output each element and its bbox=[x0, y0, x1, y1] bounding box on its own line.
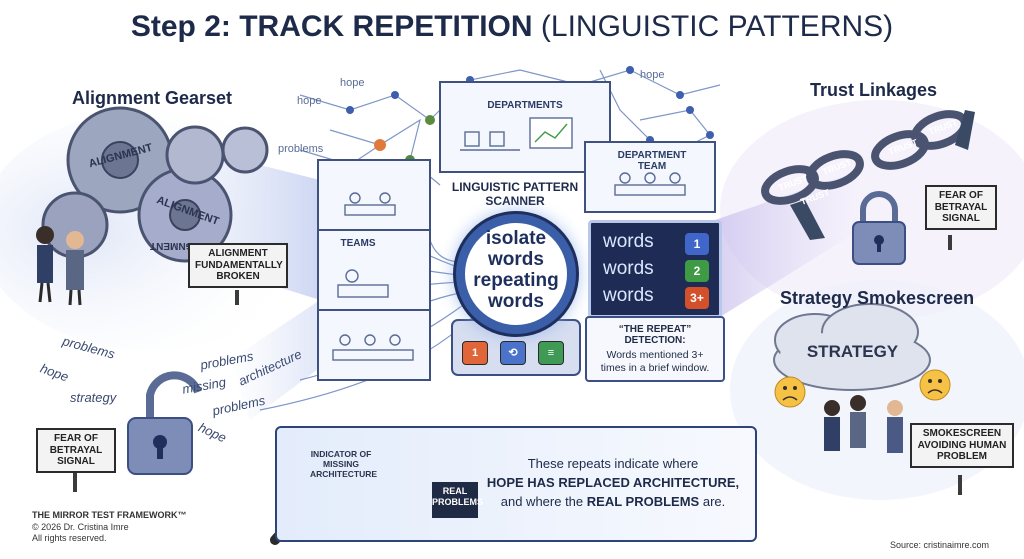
real-problems-box: REAL PROBLEMS bbox=[432, 482, 483, 518]
title-step: Step 2: bbox=[130, 10, 231, 43]
sad-emoji-right bbox=[919, 369, 951, 401]
footer-rights: All rights reserved. bbox=[32, 533, 107, 544]
banner-line-3-c: are. bbox=[702, 493, 726, 509]
section-alignment-gearset: Alignment Gearset bbox=[72, 88, 233, 108]
beam-lower-left bbox=[230, 300, 330, 420]
word-count-panel: words 1 words 2 words 3+ bbox=[588, 220, 722, 318]
magnifier-label: INDICATOR OF MISSING ARCHITECTURE bbox=[310, 449, 378, 479]
label-department-team: DEPARTMENT TEAM bbox=[617, 150, 687, 172]
network-word-problems: problems bbox=[278, 143, 324, 155]
device-button-refresh[interactable]: ⟲ bbox=[500, 341, 526, 365]
detection-body: Words mentioned 3+ times in a brief wind… bbox=[600, 349, 710, 375]
page-title: Step 2: TRACK REPETITION (LINGUISTIC PAT… bbox=[0, 10, 1024, 44]
footer-framework: THE MIRROR TEST FRAMEWORK™ bbox=[32, 510, 187, 520]
count-badge-2: 2 bbox=[685, 260, 709, 282]
lens-word-3: repeating bbox=[473, 269, 559, 291]
padlock-right bbox=[852, 191, 906, 265]
network-word-hope-1: hope bbox=[340, 77, 365, 89]
banner-line-2: HOPE HAS REPLACED ARCHITECTURE, bbox=[486, 474, 740, 490]
title-main: TRACK REPETITION bbox=[239, 10, 533, 43]
banner-line-3: and where the REAL PROBLEMS are. bbox=[478, 493, 748, 512]
floating-word-strategy: strategy bbox=[70, 390, 117, 405]
insight-banner bbox=[275, 426, 757, 542]
device-button-menu[interactable]: ≡ bbox=[538, 341, 564, 365]
banner-line-3-b: REAL PROBLEMS bbox=[586, 493, 700, 509]
office-building bbox=[317, 81, 716, 381]
gearset bbox=[41, 106, 269, 263]
sign-alignment-broken: ALIGNMENT FUNDAMENTALLY BROKEN bbox=[188, 243, 288, 288]
label-departments: DEPARTMENTS bbox=[487, 100, 563, 111]
hands bbox=[790, 110, 975, 240]
office-furniture bbox=[332, 117, 686, 361]
network-word-hope-3: hope bbox=[640, 69, 665, 81]
lens-word-4: words bbox=[488, 290, 544, 312]
device-button-1[interactable]: 1 bbox=[462, 341, 488, 365]
word-row-3: words bbox=[603, 285, 654, 306]
arguing-people bbox=[824, 395, 903, 453]
banner-line-1: These repeats indicate where bbox=[527, 456, 699, 471]
count-badge-1: 1 bbox=[685, 233, 709, 255]
scanner-lens: isolate words repeating words bbox=[456, 214, 576, 334]
footer-credits: THE MIRROR TEST FRAMEWORK™ © 2026 Dr. Cr… bbox=[32, 510, 187, 545]
network-word-hope-2: hope bbox=[297, 95, 322, 107]
detection-heading: “THE REPEAT” DETECTION: bbox=[618, 324, 692, 346]
word-row-1: words bbox=[603, 231, 654, 252]
lens-word-1: isolate bbox=[485, 228, 547, 249]
count-badge-3: 3+ bbox=[685, 287, 709, 309]
broken-padlock-left bbox=[127, 371, 202, 475]
footer-source: Source: cristinaimre.com bbox=[890, 540, 990, 550]
lens-word-2: words bbox=[488, 248, 544, 270]
section-trust-linkages: Trust Linkages bbox=[810, 80, 938, 100]
label-teams: TEAMS bbox=[340, 238, 376, 249]
section-strategy-smokescreen: Strategy Smokescreen bbox=[780, 288, 975, 308]
title-sub: (LINGUISTIC PATTERNS) bbox=[540, 10, 894, 43]
label-scanner: LINGUISTIC PATTERN SCANNER bbox=[451, 180, 579, 208]
banner-text: These repeats indicate where HOPE HAS RE… bbox=[478, 455, 748, 512]
repeat-detection-panel: “THE REPEAT” DETECTION: Words mentioned … bbox=[585, 316, 725, 382]
banner-line-3-a: and where the bbox=[500, 493, 584, 509]
footer-copyright: © 2026 Dr. Cristina Imre bbox=[32, 521, 129, 532]
strategy-cloud bbox=[773, 303, 931, 391]
trust-chain bbox=[761, 110, 969, 205]
word-row-2: words bbox=[603, 258, 654, 279]
sign-fear-of-betrayal-left: FEAR OF BETRAYAL SIGNAL bbox=[36, 428, 116, 473]
sign-fear-of-betrayal-right: FEAR OF BETRAYAL SIGNAL bbox=[925, 185, 997, 230]
sad-emoji-left bbox=[774, 376, 806, 408]
stressed-people bbox=[36, 226, 84, 306]
strategy-cloud-label: STRATEGY bbox=[806, 342, 899, 361]
sign-smokescreen: SMOKESCREEN AVOIDING HUMAN PROBLEM bbox=[910, 423, 1014, 468]
beam-right bbox=[715, 170, 860, 320]
